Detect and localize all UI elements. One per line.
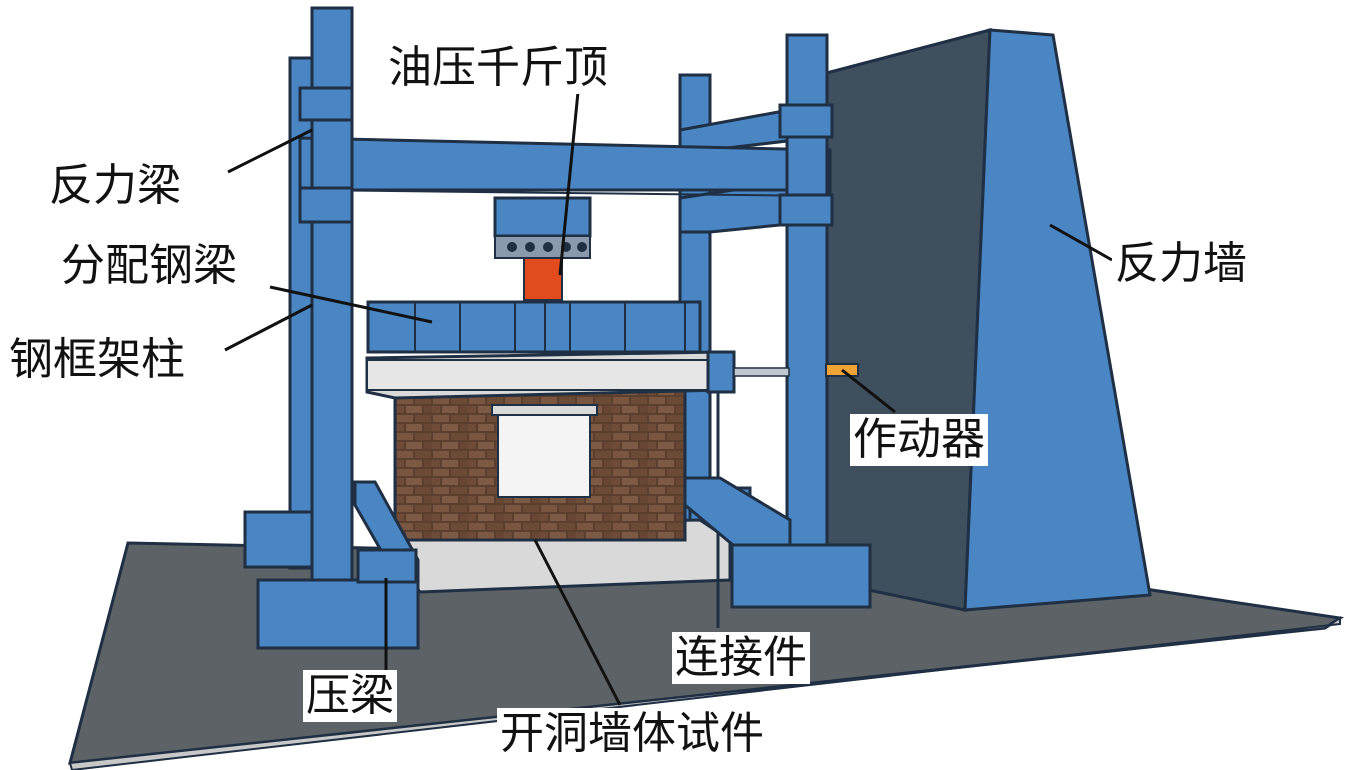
label-press-beam: 压梁: [303, 670, 397, 722]
wall-opening-lintel: [491, 404, 598, 416]
leader-steel-column: [224, 303, 313, 352]
floor-slab-edge: [68, 616, 1341, 770]
front-right-base: [730, 543, 872, 609]
front-left-column-collar: [298, 86, 354, 122]
label-connector: 连接件: [672, 632, 810, 684]
front-left-column-collar-lower: [298, 186, 354, 224]
front-left-base-top: [356, 548, 418, 584]
label-reaction-wall: 反力墙: [1112, 238, 1250, 290]
leader-lines: [224, 91, 1113, 706]
label-steel-column: 钢框架柱: [6, 334, 188, 386]
label-hydraulic-jack: 油压千斤顶: [385, 42, 611, 94]
jack-piston: [523, 257, 563, 301]
connector-bracket: [706, 350, 736, 394]
reaction-wall-front: [963, 28, 1152, 612]
top-ring-beam-face: [366, 359, 723, 391]
leader-wall-specimen: [533, 539, 622, 706]
front-right-column-collar: [778, 103, 834, 139]
connector-rod: [733, 367, 790, 377]
front-reaction-beam: [298, 136, 832, 192]
leader-distribution-beam: [269, 285, 433, 324]
leader-jack: [558, 91, 580, 276]
wall-opening: [497, 414, 591, 498]
label-actuator: 作动器: [850, 414, 988, 466]
label-wall-specimen: 开洞墙体试件: [497, 708, 767, 760]
front-left-base: [256, 578, 420, 650]
front-right-column-collar-lower: [778, 193, 834, 227]
distribution-beam: [366, 300, 702, 354]
label-reaction-beam: 反力梁: [46, 160, 184, 212]
label-distribution-beam: 分配钢梁: [58, 240, 240, 292]
leader-actuator: [841, 368, 896, 414]
leader-reaction-beam: [227, 128, 313, 174]
jack-housing: [493, 196, 592, 238]
leader-reaction-wall: [1049, 223, 1113, 262]
